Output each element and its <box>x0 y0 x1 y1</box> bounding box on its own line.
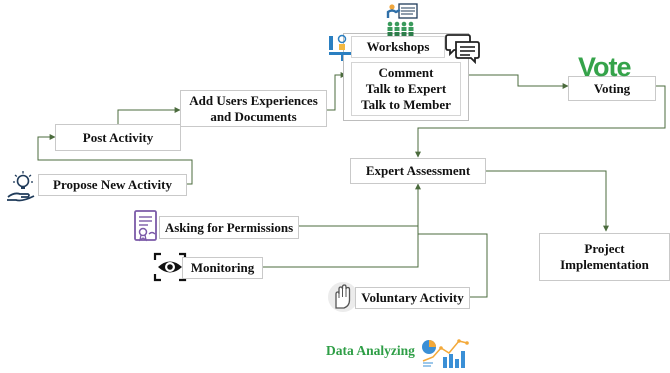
chat-bubbles-icon <box>444 32 482 65</box>
data-analyzing-label: Data Analyzing <box>326 343 415 358</box>
asking-permissions-label: Asking for Permissions <box>164 219 294 235</box>
talk-to-member-label: Talk to Member <box>361 97 451 112</box>
connector-workshops-to-voting <box>468 74 569 89</box>
voluntary-activity-box: Voluntary Activity <box>355 287 470 309</box>
connector-monitoring-to-expert <box>263 226 419 268</box>
implementation-label: Implementation <box>560 257 649 272</box>
connector-post-to-add-users <box>117 107 181 124</box>
add-users-line-2: and Documents <box>210 108 297 124</box>
connector-permissions-to-expert <box>298 183 421 227</box>
connector-expert-to-project <box>486 170 609 232</box>
post-activity-box: Post Activity <box>55 124 181 151</box>
post-activity-label: Post Activity <box>82 129 154 145</box>
comment-talk-box: Comment Talk to Expert Talk to Member <box>351 62 461 116</box>
project-label: Project <box>584 241 625 256</box>
expert-assessment-label: Expert Assessment <box>365 163 471 178</box>
propose-new-activity-label: Propose New Activity <box>53 177 172 192</box>
analytics-chart-icon <box>419 333 471 368</box>
asking-permissions-box: Asking for Permissions <box>159 216 299 239</box>
connector-propose-to-post <box>37 134 193 185</box>
vote-logo: Vote <box>578 52 632 82</box>
add-users-experiences-box: Add Users Experiences and Documents <box>180 90 327 127</box>
idea-hand-icon <box>4 170 38 204</box>
raised-hand-icon <box>326 281 360 313</box>
add-users-line-1: Add Users Experiences <box>189 92 318 108</box>
voting-label: Voting <box>593 80 631 96</box>
workshops-label: Workshops <box>366 39 430 54</box>
project-implementation-box: Project Implementation <box>539 233 670 281</box>
comment-label: Comment <box>378 65 434 80</box>
talk-to-expert-label: Talk to Expert <box>365 81 447 96</box>
propose-new-activity-box: Propose New Activity <box>38 174 187 196</box>
voluntary-activity-label: Voluntary Activity <box>361 290 464 305</box>
connector-voluntary-to-expert <box>418 233 488 298</box>
presenter-audience-icon <box>385 3 419 37</box>
expert-assessment-box: Expert Assessment <box>350 158 486 184</box>
monitoring-label: Monitoring <box>190 260 255 275</box>
connector-voting-to-expert <box>415 85 666 158</box>
voting-box: Voting <box>568 76 656 101</box>
permission-document-icon <box>132 209 160 243</box>
connector-add-users-to-workshops <box>327 72 347 111</box>
monitoring-box: Monitoring <box>182 257 263 279</box>
workshops-title-box: Workshops <box>351 36 445 58</box>
